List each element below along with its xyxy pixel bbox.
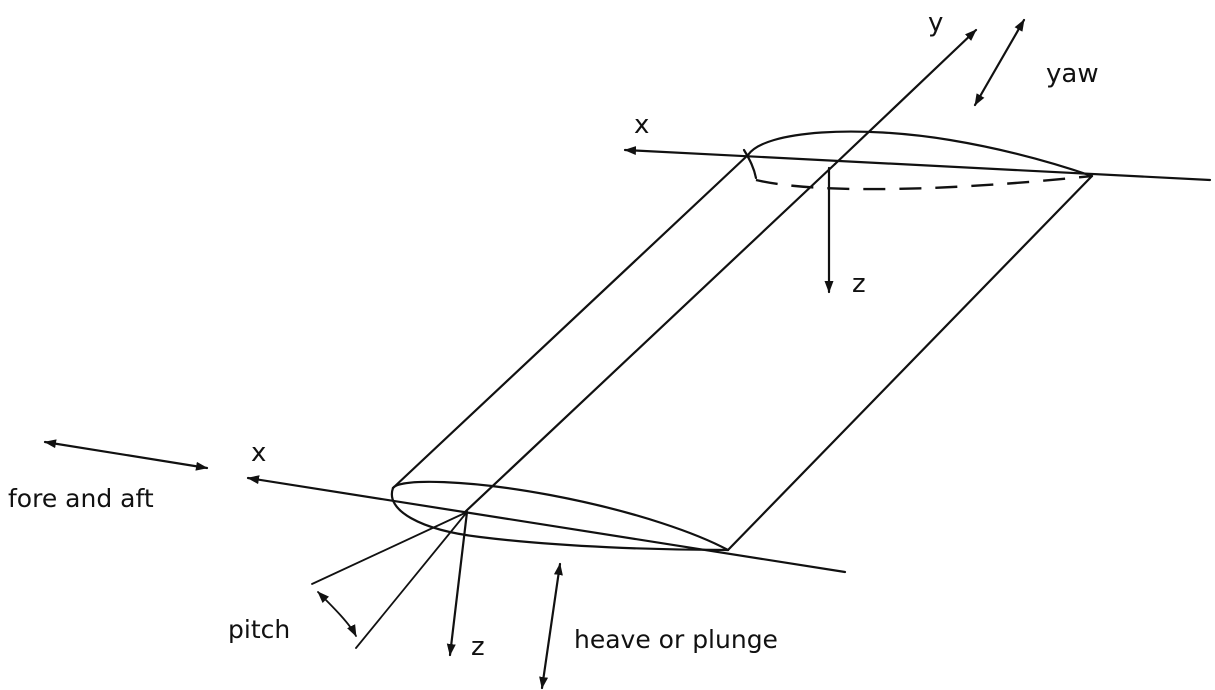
- fore-and-aft-arrow: [43, 439, 209, 471]
- pitch-rotated-line: [355, 511, 468, 649]
- bottom-airfoil-upper-surface: [391, 480, 730, 552]
- bottom-airfoil: [246, 475, 847, 657]
- pitch-arc-arrow: [317, 591, 357, 637]
- y-axis-arrow: [833, 28, 978, 166]
- z-axis-label-top: z: [852, 269, 866, 299]
- z-axis-label-bottom: z: [471, 632, 485, 662]
- fore-and-aft-label: fore and aft: [8, 484, 154, 513]
- top-airfoil-upper-surface: [746, 130, 1094, 178]
- top-x-axis-arrow: [623, 146, 1212, 182]
- heave-arrow: [539, 562, 563, 690]
- wing-planform: [391, 153, 1094, 552]
- top-airfoil-lower-surface-hidden: [755, 174, 1093, 191]
- yaw-label: yaw: [1046, 59, 1099, 89]
- pitch-indicator: [311, 511, 468, 649]
- top-airfoil-nose: [742, 148, 758, 180]
- bottom-z-axis-arrow: [446, 510, 469, 657]
- leading-edge-line: [391, 153, 750, 490]
- bottom-x-axis-arrow: [246, 475, 847, 574]
- pitch-label: pitch: [228, 615, 290, 644]
- x-axis-label-top: x: [634, 110, 649, 140]
- trailing-edge-line: [726, 174, 1094, 552]
- elastic-axis-line: [463, 162, 837, 514]
- bottom-airfoil-lower-surface: [390, 486, 730, 552]
- top-airfoil: [623, 130, 1212, 294]
- pitch-reference-line: [311, 511, 468, 585]
- x-axis-label-bottom: x: [251, 438, 266, 468]
- heave-or-plunge-label: heave or plunge: [574, 625, 778, 654]
- yaw-arrow: [973, 18, 1026, 107]
- y-axis-label: y: [928, 8, 943, 38]
